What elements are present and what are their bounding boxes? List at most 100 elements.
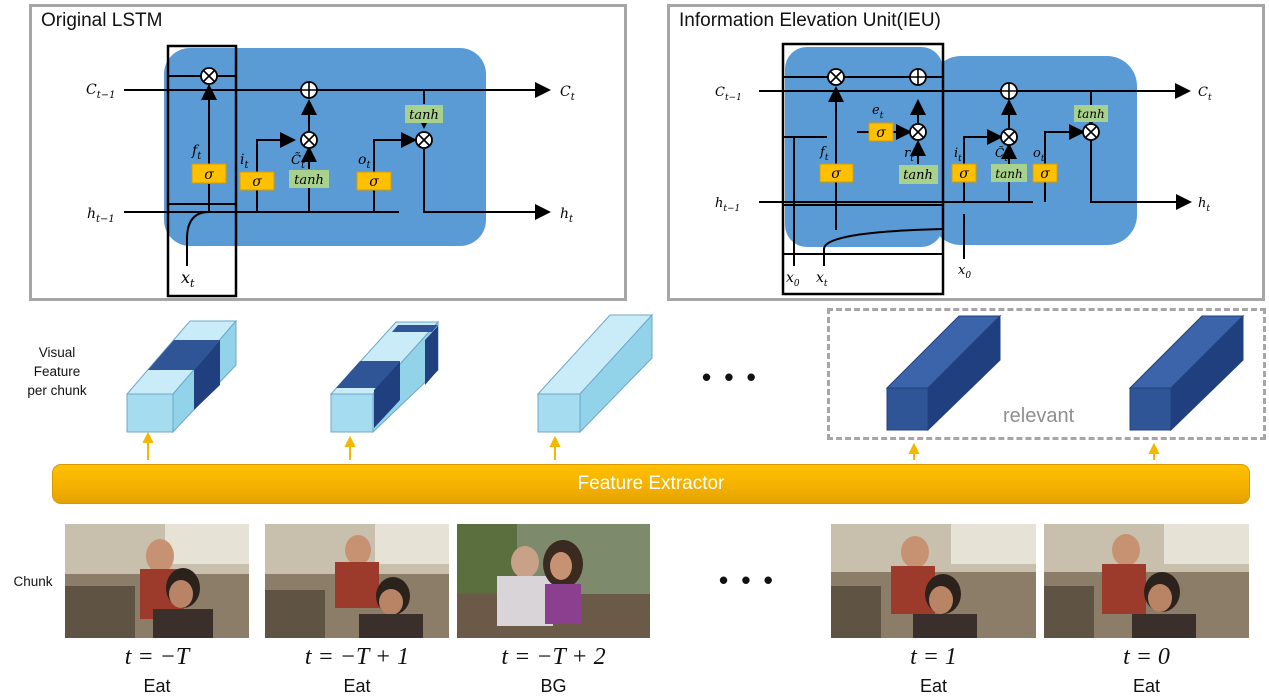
chunk-label: Chunk: [13, 574, 53, 589]
sigma-label: σ: [204, 167, 214, 183]
o-t-label: ot: [1033, 146, 1045, 164]
action-label: Eat: [1132, 676, 1161, 696]
time-label: t = −T + 2: [501, 644, 606, 670]
ellipsis-chunks: • • •: [719, 565, 776, 595]
lstm-cell-body: [164, 48, 486, 246]
candidate-tanh: tanh: [289, 170, 329, 188]
sigma-label: σ: [369, 174, 379, 190]
output-gate-sigmoid: σ: [356, 171, 392, 191]
output-gate-sigmoid: σ: [1032, 163, 1058, 183]
multiply-icon: [200, 67, 218, 85]
relevant-label: relevant: [1003, 405, 1075, 427]
sigma-label: σ: [1040, 166, 1050, 182]
cell-tanh: tanh: [405, 105, 443, 123]
time-label: t = 1: [910, 644, 957, 670]
add-icon: [1000, 82, 1018, 100]
multiply-icon: [909, 123, 927, 141]
x-t-label: xt: [816, 270, 828, 289]
action-label: Eat: [343, 676, 371, 696]
arrow-up-icons: [142, 431, 1160, 460]
video-frame-image: [65, 524, 249, 638]
visual-feature-line: Visual: [38, 345, 76, 360]
lstm-panel: σ σ tanh σ tanh Ct−1 Ct ht−1 ht: [29, 4, 627, 301]
c-prev-label: Ct−1: [715, 85, 742, 103]
h-prev-label: ht−1: [715, 196, 740, 214]
input-gate-sigmoid: σ: [951, 163, 977, 183]
ieu-panel: σ σ tanh σ tanh σ: [667, 4, 1265, 301]
h-t-label: ht: [560, 206, 574, 225]
chunk-frame-5: [1044, 524, 1249, 638]
visual-feature-line: Feature: [33, 364, 81, 379]
ctilde-label: C̃t: [291, 152, 306, 171]
sigma-label: σ: [252, 174, 262, 190]
feature-cubes: [125, 313, 1245, 460]
time-label: t = −T + 1: [304, 644, 410, 670]
x-0-label-inner: x0: [958, 263, 971, 281]
lstm-forget-highlight: [166, 44, 238, 298]
multiply-icon: [415, 131, 433, 149]
add-icon: [909, 68, 927, 86]
ieu-cell-body-left: [785, 47, 943, 247]
tanh-label: tanh: [995, 167, 1022, 181]
sigma-label: σ: [959, 166, 969, 182]
tanh-label: tanh: [409, 108, 439, 123]
feature-cube-4: [885, 314, 1002, 432]
feature-cube-1: [125, 319, 238, 434]
feature-cube-2: [329, 320, 440, 434]
f-t-label: ft: [191, 143, 202, 162]
visual-feature-line: per chunk: [27, 383, 87, 398]
feature-cube-3: [536, 313, 654, 434]
c-prev-label: Ct−1: [86, 82, 115, 101]
action-label: Eat: [143, 676, 171, 696]
candidate-tanh: tanh: [991, 164, 1027, 182]
h-prev-label: ht−1: [87, 206, 115, 225]
input-gate-sigmoid: σ: [239, 171, 275, 191]
ieu-title: Information Elevation Unit(IEU): [679, 10, 941, 31]
ieu-diagram: σ σ tanh σ tanh σ: [715, 42, 1212, 296]
feature-cube-5: [1128, 314, 1245, 432]
video-frame-image: [265, 524, 449, 638]
chunk-frame-3: [457, 524, 650, 638]
forget-gate-sigmoid: σ: [191, 163, 227, 184]
action-label: Eat: [919, 676, 948, 696]
ieu-elevation-highlight: [781, 42, 945, 296]
video-frame-image: [831, 524, 1036, 638]
i-t-label: it: [240, 152, 249, 171]
lstm-title: Original LSTM: [41, 10, 163, 31]
ellipsis-features: • • •: [702, 362, 759, 392]
x-0-label: x0: [786, 270, 800, 289]
multiply-icon: [827, 68, 845, 86]
feature-extractor-bar: Feature Extractor: [52, 464, 1250, 504]
multiply-icon: [1000, 128, 1018, 146]
h-t-label: ht: [1198, 196, 1210, 214]
video-frame-image: [457, 524, 650, 638]
chunk-frame-4: [831, 524, 1036, 638]
ieu-cell-body-right: [931, 56, 1137, 245]
tanh-label: tanh: [903, 168, 933, 183]
f-t-label: ft: [819, 145, 829, 163]
r-t-label: rt: [904, 146, 914, 164]
c-t-label: Ct: [560, 84, 576, 103]
forget-gate-sigmoid: σ: [819, 163, 854, 183]
tanh-label: tanh: [294, 173, 324, 188]
i-t-label: it: [954, 146, 962, 164]
lstm-diagram: σ σ tanh σ tanh Ct−1 Ct ht−1 ht: [86, 44, 576, 298]
chunk-frame-2: [265, 524, 449, 638]
ctilde-label: C̃t: [995, 145, 1008, 164]
sigma-label: σ: [876, 125, 886, 141]
chunk-frame-1: [65, 524, 249, 638]
multiply-icon: [300, 131, 318, 149]
relevant-group-box: [827, 308, 1266, 440]
sigma-label: σ: [831, 166, 841, 182]
visual-feature-label: Visual Feature per chunk: [14, 343, 100, 400]
c-t-label: Ct: [1198, 85, 1212, 103]
cell-tanh: tanh: [1074, 105, 1108, 122]
tanh-label: tanh: [1077, 107, 1104, 121]
elevation-gate-sigmoid: σ: [868, 122, 894, 142]
elevation-tanh: tanh: [899, 165, 938, 184]
video-frame-image: [1044, 524, 1249, 638]
x-t-label: xt: [181, 268, 195, 290]
time-label: t = 0: [1123, 644, 1170, 670]
e-t-label: et: [872, 103, 884, 121]
